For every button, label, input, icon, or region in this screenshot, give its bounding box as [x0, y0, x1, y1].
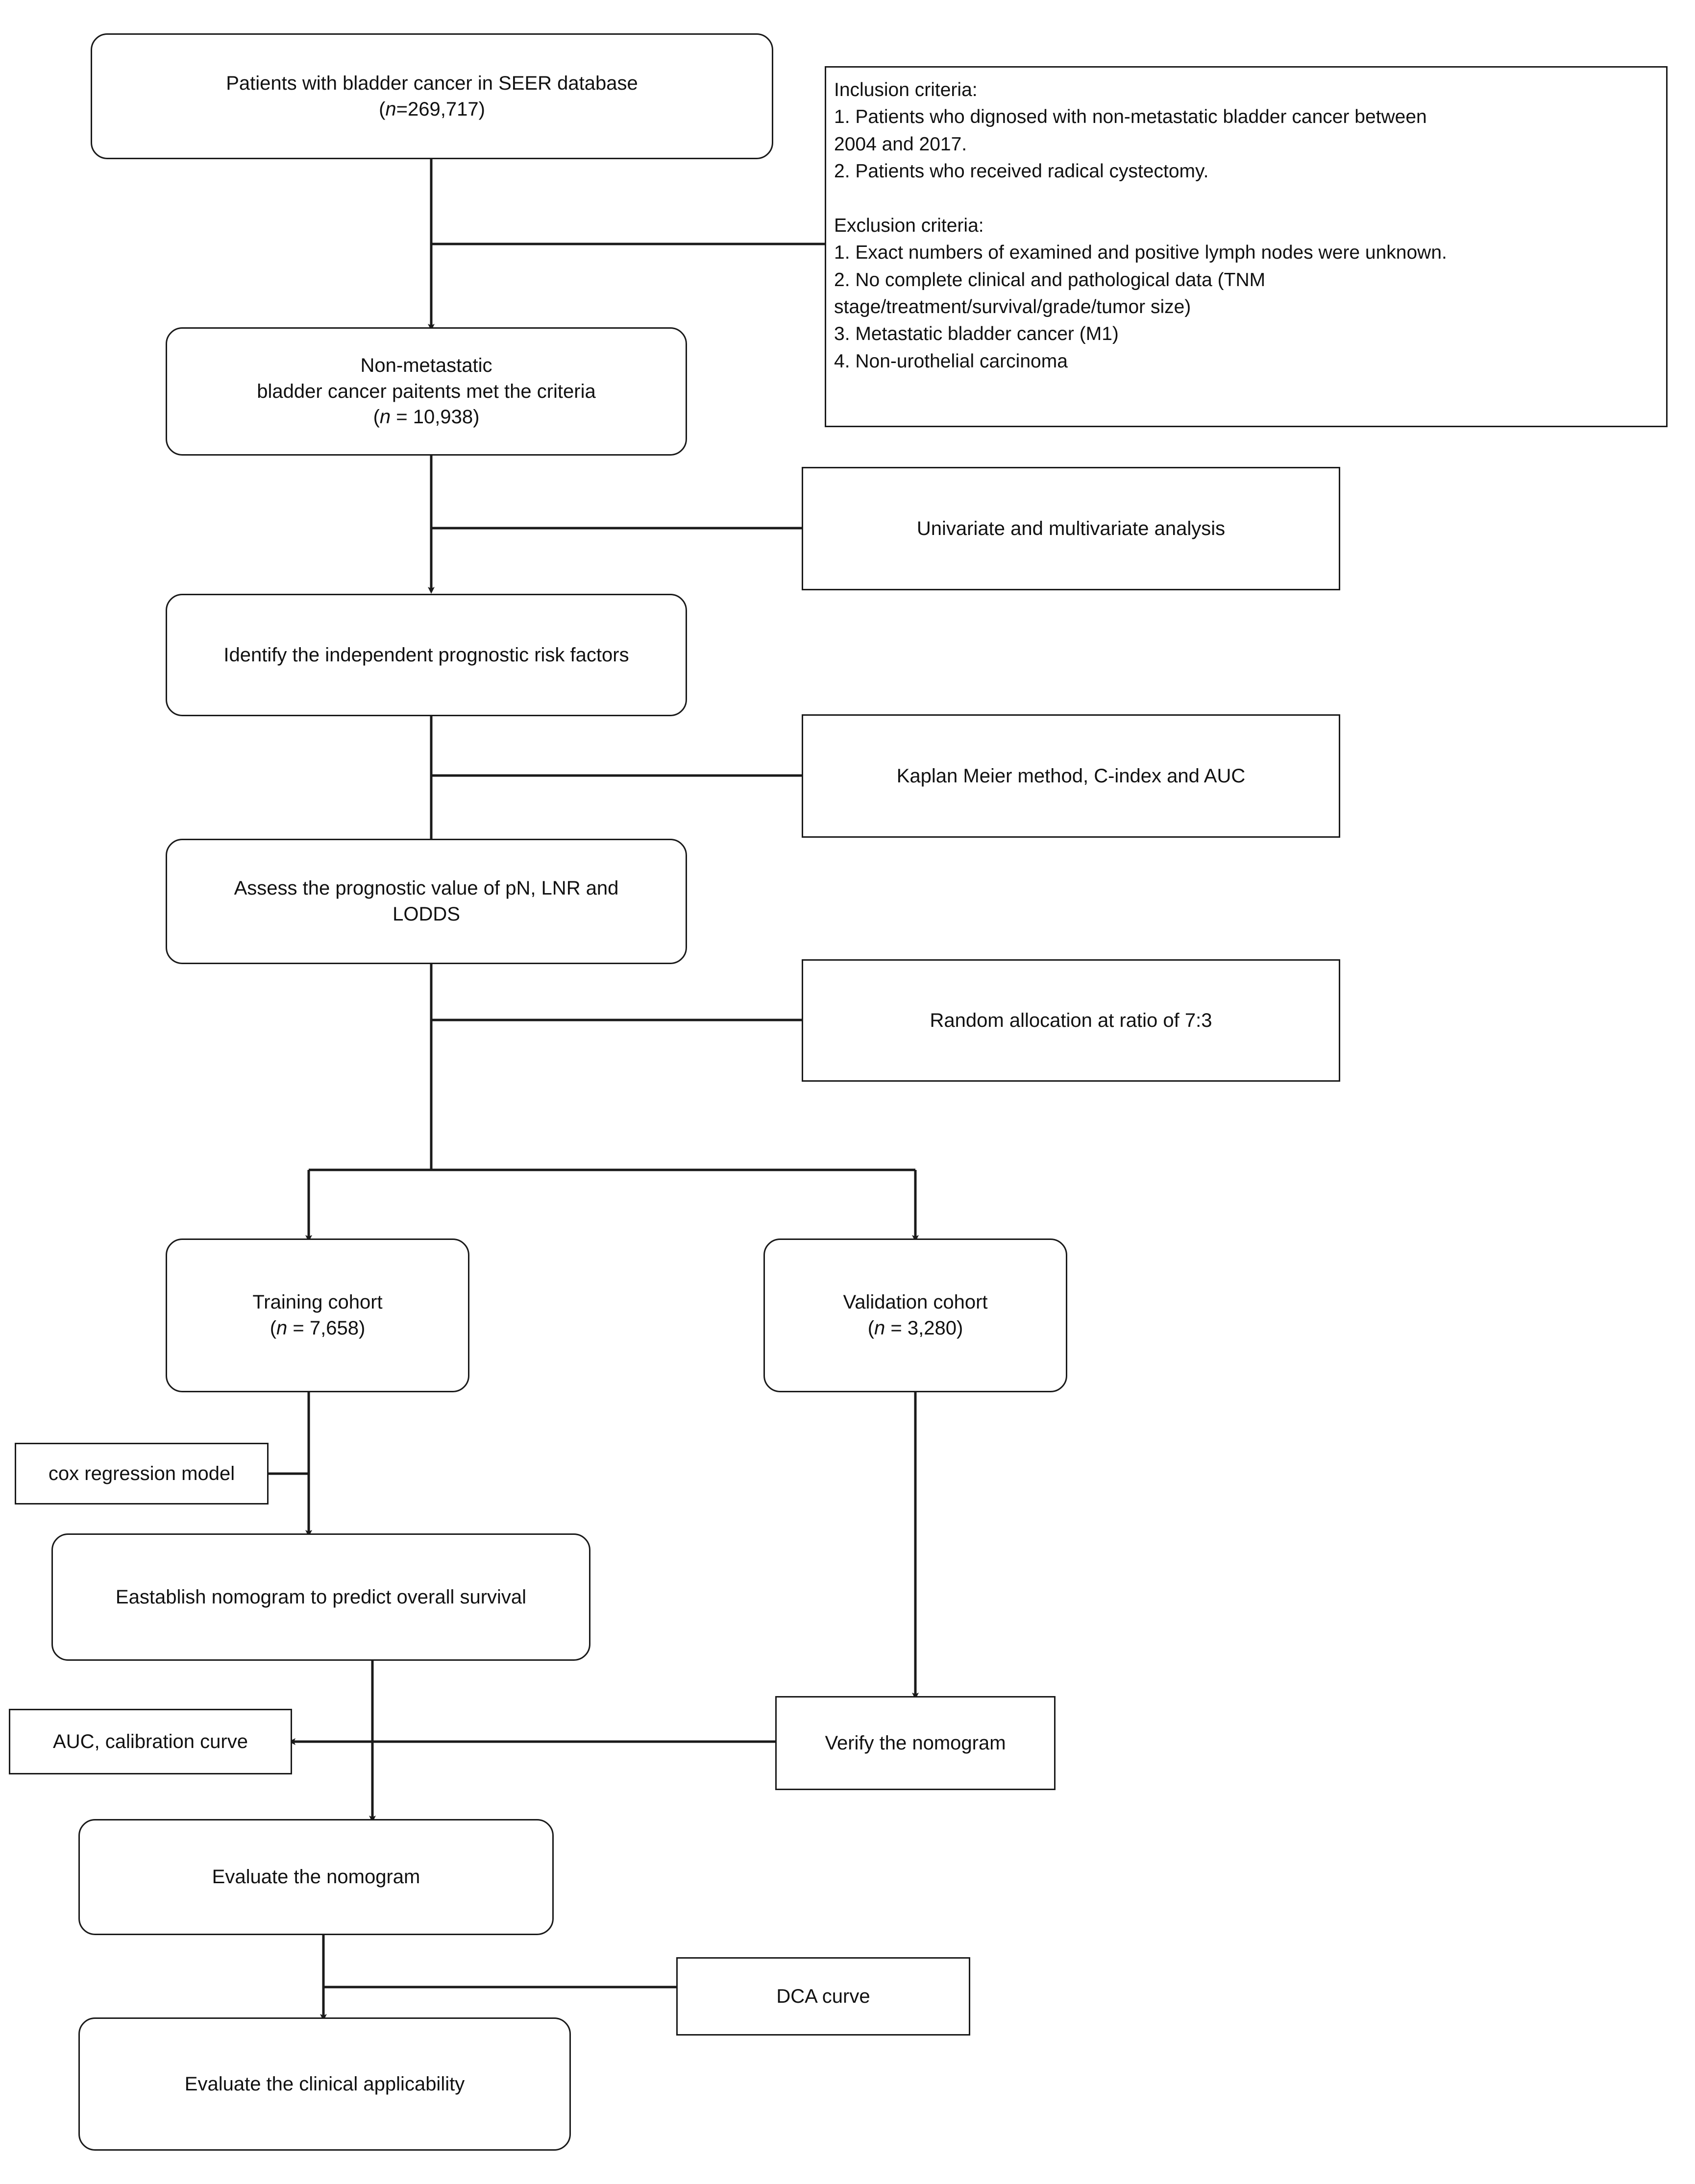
risk-factors-box[interactable]: Identify the independent prognostic risk…: [166, 594, 687, 716]
cox-regression-label: cox regression model: [48, 1462, 235, 1484]
establish-nomogram-label: Eastablish nomogram to predict overall s…: [115, 1586, 527, 1608]
risk-factors-label: Identify the independent prognostic risk…: [223, 644, 629, 666]
univariate-label: Univariate and multivariate analysis: [916, 517, 1226, 539]
training-cohort-label: Training cohort(n = 7,658): [252, 1291, 383, 1339]
univariate-box[interactable]: Univariate and multivariate analysis: [802, 467, 1340, 590]
seer-cohort-label: Patients with bladder cancer in SEER dat…: [226, 72, 638, 120]
seer-cohort-box[interactable]: Patients with bladder cancer in SEER dat…: [91, 33, 773, 159]
dca-curve-box[interactable]: DCA curve: [676, 1957, 970, 2036]
random-allocation-label: Random allocation at ratio of 7:3: [930, 1009, 1212, 1031]
validation-cohort-box[interactable]: Validation cohort(n = 3,280): [763, 1238, 1067, 1392]
verify-nomogram-label: Verify the nomogram: [825, 1732, 1006, 1754]
evaluate-clinical-box[interactable]: Evaluate the clinical applicability: [78, 2017, 571, 2151]
kaplan-meier-box[interactable]: Kaplan Meier method, C-index and AUC: [802, 714, 1340, 838]
training-cohort-box[interactable]: Training cohort(n = 7,658): [166, 1238, 469, 1392]
evaluate-nomogram-box[interactable]: Evaluate the nomogram: [78, 1819, 554, 1935]
cox-regression-box[interactable]: cox regression model: [15, 1443, 269, 1505]
assess-prognostic-label: Assess the prognostic value of pN, LNR a…: [234, 877, 619, 925]
dca-curve-label: DCA curve: [776, 1985, 870, 2007]
establish-nomogram-box[interactable]: Eastablish nomogram to predict overall s…: [51, 1533, 590, 1661]
criteria-box[interactable]: Inclusion criteria: 1. Patients who dign…: [825, 66, 1668, 427]
auc-calibration-box[interactable]: AUC, calibration curve: [9, 1709, 292, 1774]
auc-calibration-label: AUC, calibration curve: [53, 1730, 248, 1752]
kaplan-meier-label: Kaplan Meier method, C-index and AUC: [896, 765, 1246, 787]
assess-prognostic-box[interactable]: Assess the prognostic value of pN, LNR a…: [166, 839, 687, 964]
criteria-label: Inclusion criteria: 1. Patients who dign…: [834, 79, 1447, 372]
evaluate-clinical-label: Evaluate the clinical applicability: [184, 2073, 465, 2095]
verify-nomogram-box[interactable]: Verify the nomogram: [775, 1696, 1056, 1790]
random-allocation-box[interactable]: Random allocation at ratio of 7:3: [802, 959, 1340, 1082]
evaluate-nomogram-label: Evaluate the nomogram: [212, 1866, 420, 1888]
validation-cohort-label: Validation cohort(n = 3,280): [843, 1291, 988, 1339]
